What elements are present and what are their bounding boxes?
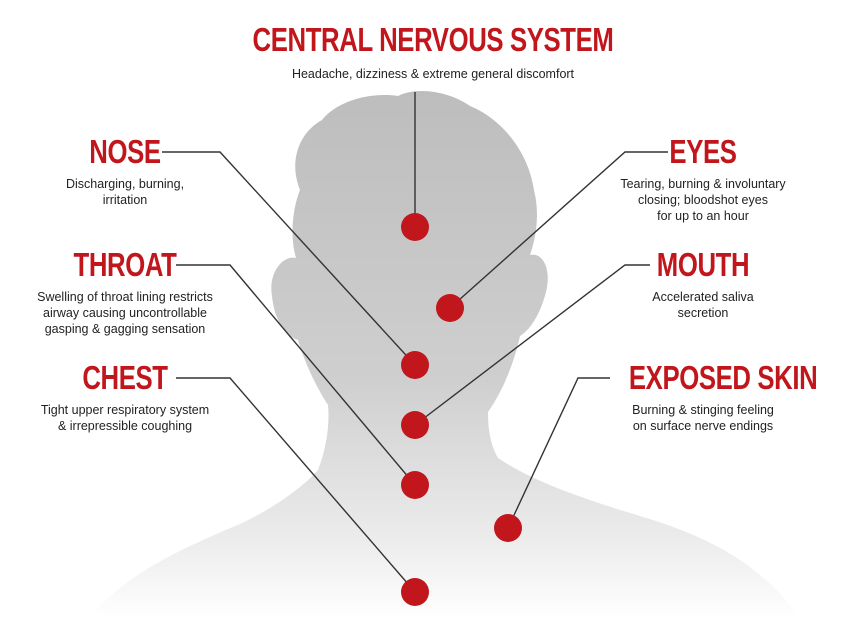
label-exposed-skin: EXPOSED SKIN Burning & stinging feeling … xyxy=(608,359,818,434)
title-mouth: MOUTH xyxy=(656,246,750,283)
marker-mouth xyxy=(401,411,429,439)
leader-line-nose xyxy=(162,151,416,366)
title-exposed-skin: EXPOSED SKIN xyxy=(628,359,818,396)
leader-lines xyxy=(162,92,668,593)
label-chest: CHEST Tight upper respiratory system & i… xyxy=(30,360,220,434)
desc-chest: Tight upper respiratory system & irrepre… xyxy=(40,403,210,433)
label-mouth: MOUTH Accelerated saliva secretion xyxy=(608,247,798,321)
desc-eyes: Tearing, burning & involuntary closing; … xyxy=(620,177,786,223)
marker-nose xyxy=(401,351,429,379)
title-throat: THROAT xyxy=(73,246,177,283)
desc-throat: Swelling of throat lining restricts airw… xyxy=(37,290,213,336)
title-eyes: EYES xyxy=(669,133,737,170)
marker-throat xyxy=(401,471,429,499)
label-throat: THROAT Swelling of throat lining restric… xyxy=(10,247,240,337)
title-nose: NOSE xyxy=(89,133,161,170)
label-eyes: EYES Tearing, burning & involuntary clos… xyxy=(598,134,808,224)
marker-eyes xyxy=(436,294,464,322)
desc-central-nervous-system: Headache, dizziness & extreme general di… xyxy=(291,67,575,81)
leader-line-throat xyxy=(176,264,416,486)
title-chest: CHEST xyxy=(82,359,168,396)
desc-nose: Discharging, burning, irritation xyxy=(65,177,185,207)
leader-line-chest xyxy=(176,377,416,593)
marker-skin xyxy=(494,514,522,542)
title-central-nervous-system: CENTRAL NERVOUS SYSTEM xyxy=(252,21,614,58)
label-central-nervous-system: CENTRAL NERVOUS SYSTEM Headache, dizzine… xyxy=(183,22,683,82)
label-nose: NOSE Discharging, burning, irritation xyxy=(40,134,210,208)
marker-cns xyxy=(401,213,429,241)
leader-line-mouth xyxy=(414,264,650,426)
desc-exposed-skin: Burning & stinging feeling on surface ne… xyxy=(632,403,774,433)
desc-mouth: Accelerated saliva secretion xyxy=(652,290,754,320)
marker-chest xyxy=(401,578,429,606)
leader-line-skin xyxy=(507,377,610,529)
leader-line-eyes xyxy=(449,151,668,309)
head-silhouette xyxy=(90,91,800,619)
